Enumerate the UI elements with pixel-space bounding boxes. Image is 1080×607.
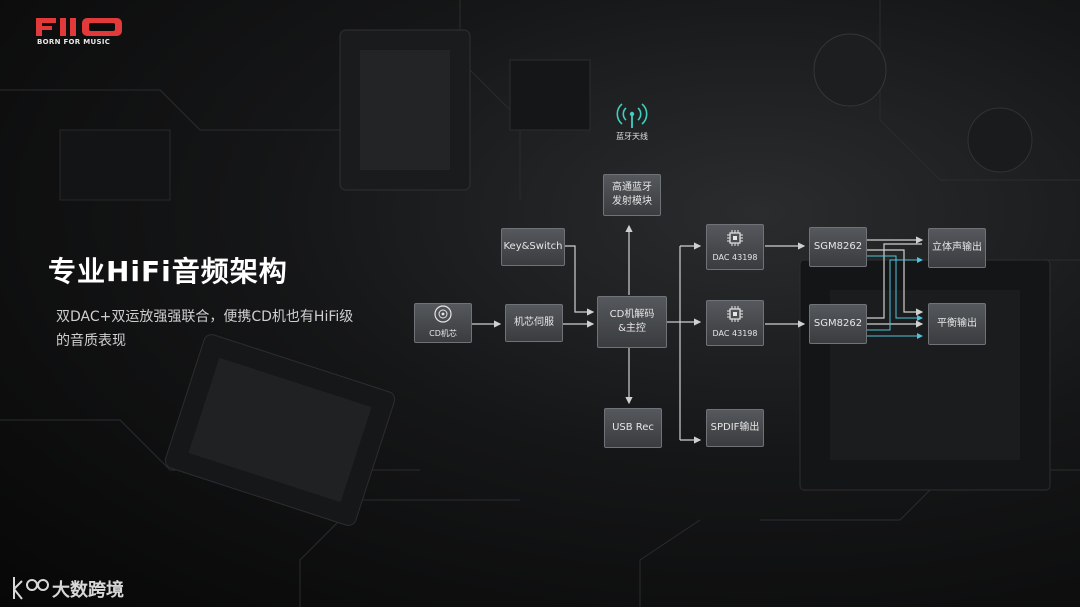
usb-rec-box: USB Rec xyxy=(604,408,662,448)
dac-bottom-box: DAC 43198 xyxy=(706,300,764,346)
watermark-text: 大数跨境 xyxy=(52,576,124,602)
bluetooth-antenna: 蓝牙天线 xyxy=(612,100,652,146)
dac-top-box: DAC 43198 xyxy=(706,224,764,270)
bluetooth-module-label: 高通蓝牙 发射模块 xyxy=(612,181,652,209)
dac-top-label: DAC 43198 xyxy=(713,251,758,265)
servo-label: 机芯伺服 xyxy=(514,316,554,330)
brand-tagline: BORN FOR MUSIC xyxy=(37,38,110,46)
chip-icon xyxy=(726,229,744,247)
chip-icon xyxy=(726,305,744,323)
sgm-top-box: SGM8262 xyxy=(809,227,867,267)
antenna-label: 蓝牙天线 xyxy=(612,131,652,142)
decoder-box: CD机解码 &主控 xyxy=(597,296,667,348)
spdif-label: SPDIF输出 xyxy=(711,421,760,435)
servo-box: 机芯伺服 xyxy=(505,304,563,342)
spdif-box: SPDIF输出 xyxy=(706,409,764,447)
bluetooth-module-box: 高通蓝牙 发射模块 xyxy=(603,174,661,216)
key-switch-label: Key&Switch xyxy=(504,240,563,254)
watermark: 大数跨境 xyxy=(10,573,160,603)
page-title: 专业HiFi音频架构 xyxy=(48,250,288,290)
key-switch-box: Key&Switch xyxy=(501,228,565,266)
sgm-top-label: SGM8262 xyxy=(814,240,862,254)
stereo-out-label: 立体声输出 xyxy=(932,241,982,255)
balanced-out-box: 平衡输出 xyxy=(928,303,986,345)
dac-bottom-label: DAC 43198 xyxy=(713,327,758,341)
antenna-icon xyxy=(612,100,652,130)
cd-core-box: CD机芯 xyxy=(414,303,472,343)
sgm-bottom-box: SGM8262 xyxy=(809,304,867,344)
page-description: 双DAC+双运放强强联合，便携CD机也有HiFi级的音质表现 xyxy=(56,305,356,353)
fiio-logo-icon xyxy=(36,16,126,36)
usb-rec-label: USB Rec xyxy=(612,421,654,435)
cd-core-icon xyxy=(434,305,452,323)
decoder-label: CD机解码 &主控 xyxy=(606,308,658,336)
balanced-out-label: 平衡输出 xyxy=(937,317,977,331)
fiio-logo: BORN FOR MUSIC xyxy=(36,16,132,50)
bigdata-logo-icon xyxy=(10,573,50,603)
sgm-bottom-label: SGM8262 xyxy=(814,317,862,331)
stereo-out-box: 立体声输出 xyxy=(928,228,986,268)
cd-core-label: CD机芯 xyxy=(429,327,457,341)
